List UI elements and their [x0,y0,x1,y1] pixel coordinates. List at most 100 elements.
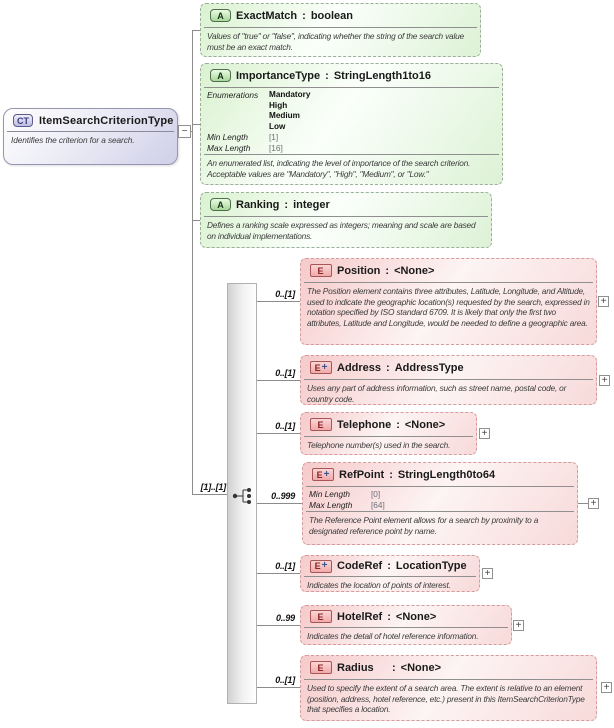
element-icon: E [310,610,332,623]
element-header: E+ Address : AddressType [304,356,593,380]
element-type: <None> [394,264,435,277]
element-badge-plus: + [323,468,330,480]
element-box-coderef[interactable]: E+ CodeRef : LocationType Indicates the … [300,555,480,592]
expand-icon[interactable]: + [482,568,493,579]
expand-icon[interactable]: + [598,296,609,307]
connector-line [257,301,300,302]
attribute-box-importancetype[interactable]: A ImportanceType : StringLength1to16 Enu… [200,63,503,185]
attribute-header: A Ranking : integer [204,193,488,217]
element-header: E Position : <None> [304,259,593,283]
element-icon: E [310,418,332,431]
element-name: RefPoint [339,468,385,481]
colon-separator: : [386,361,390,374]
attribute-icon: A [210,198,231,211]
element-badge-letter: E [317,662,324,673]
expand-icon[interactable]: + [513,620,524,631]
complex-type-name: ItemSearchCriterionType [39,114,174,127]
attribute-icon: A [210,9,231,22]
enum-value: Medium [269,111,300,120]
colon-separator: : [284,198,289,211]
collapse-icon[interactable]: − [178,125,191,138]
colon-separator: : [325,69,329,82]
min-length-value: [0] [371,489,381,499]
enumeration-values: Mandatory High Medium Low [269,90,496,132]
complex-type-description: Identifies the criterion for a search. [11,135,135,145]
sequence-bar [227,283,257,704]
connector-line [578,503,588,504]
element-description: Indicates the detail of hotel reference … [307,631,479,641]
expand-icon[interactable]: + [479,428,490,439]
attribute-type: integer [293,198,330,211]
element-badge-plus: + [321,560,328,571]
attribute-icon: A [210,69,231,82]
expand-icon[interactable]: + [588,498,599,509]
element-box-hotelref[interactable]: E HotelRef : <None> Indicates the detail… [300,605,512,645]
cardinality-label: 0..[1] [275,289,295,299]
choice-icon [232,488,251,504]
max-length-value: [64] [371,499,385,510]
complex-type-box[interactable]: CT ItemSearchCriterionType Identifies th… [3,108,178,165]
enum-value: Mandatory [269,90,311,99]
element-type: AddressType [394,361,464,374]
colon-separator: : [385,264,390,277]
element-icon: E+ [312,468,334,481]
connector-line [257,433,300,434]
element-badge-letter: E [317,419,324,430]
min-length-label: Min Length [207,132,249,142]
connector-line [192,494,227,495]
connector-line [257,573,300,574]
element-icon: E+ [310,559,332,573]
element-name: Radius [337,661,374,674]
element-box-address[interactable]: E+ Address : AddressType Uses any part o… [300,355,597,405]
element-badge-letter: E [317,611,324,622]
element-badge-letter: E [314,362,321,373]
element-header: E+ RefPoint : StringLength0to64 [306,463,574,487]
element-facets: Min Length [0] Max Length [64] [303,487,577,511]
connector-line [192,220,200,221]
colon-separator: : [392,661,396,674]
cardinality-label: 0..[1] [275,675,295,685]
expand-icon[interactable]: + [601,682,612,693]
cardinality-label: 0..[1] [275,368,295,378]
element-description: The Reference Point element allows for a… [306,511,574,538]
element-box-refpoint[interactable]: E+ RefPoint : StringLength0to64 Min Leng… [302,462,578,545]
enumerations-label: Enumerations [207,90,259,100]
colon-separator: : [302,9,306,22]
connector-line [192,30,200,31]
element-type: <None> [404,418,446,431]
attribute-box-exactmatch[interactable]: A ExactMatch : boolean Values of "true" … [200,3,481,57]
complex-type-icon: CT [13,114,33,127]
element-badge-plus: + [321,361,328,373]
cardinality-label: 0..999 [271,491,295,501]
element-header: E HotelRef : <None> [304,606,508,628]
connector-line [192,30,193,495]
element-box-position[interactable]: E Position : <None> The Position element… [300,258,597,345]
max-length-label: Max Length [207,142,251,153]
element-type: StringLength0to64 [397,468,496,481]
element-type: <None> [400,661,442,674]
enum-value: Low [269,121,286,131]
connector-line [257,503,302,504]
element-name: Position [337,264,381,277]
element-header: E Radius : <None> [304,656,593,680]
element-header: E Telephone : <None> [304,413,473,437]
attribute-header: A ExactMatch : boolean [204,4,477,28]
element-icon: E+ [310,361,332,374]
element-header: E+ CodeRef : LocationType [304,556,476,577]
attribute-description: Defines a ranking scale expressed as int… [207,220,476,241]
element-box-telephone[interactable]: E Telephone : <None> Telephone number(s)… [300,412,477,455]
element-badge-letter: E [317,265,324,276]
attribute-box-ranking[interactable]: A Ranking : integer Defines a ranking sc… [200,192,492,248]
element-name: HotelRef [337,610,383,623]
element-box-radius[interactable]: E Radius : <None> Used to specify the ex… [300,655,597,721]
colon-separator: : [396,418,400,431]
expand-icon[interactable]: + [599,375,610,386]
attribute-name: ExactMatch [236,9,298,22]
cardinality-label: 0..99 [275,613,295,623]
min-length-label: Min Length [309,489,351,499]
colon-separator: : [387,560,391,572]
colon-separator: : [387,610,391,623]
attribute-type: StringLength1to16 [333,69,431,82]
attribute-header: A ImportanceType : StringLength1to16 [204,64,499,88]
